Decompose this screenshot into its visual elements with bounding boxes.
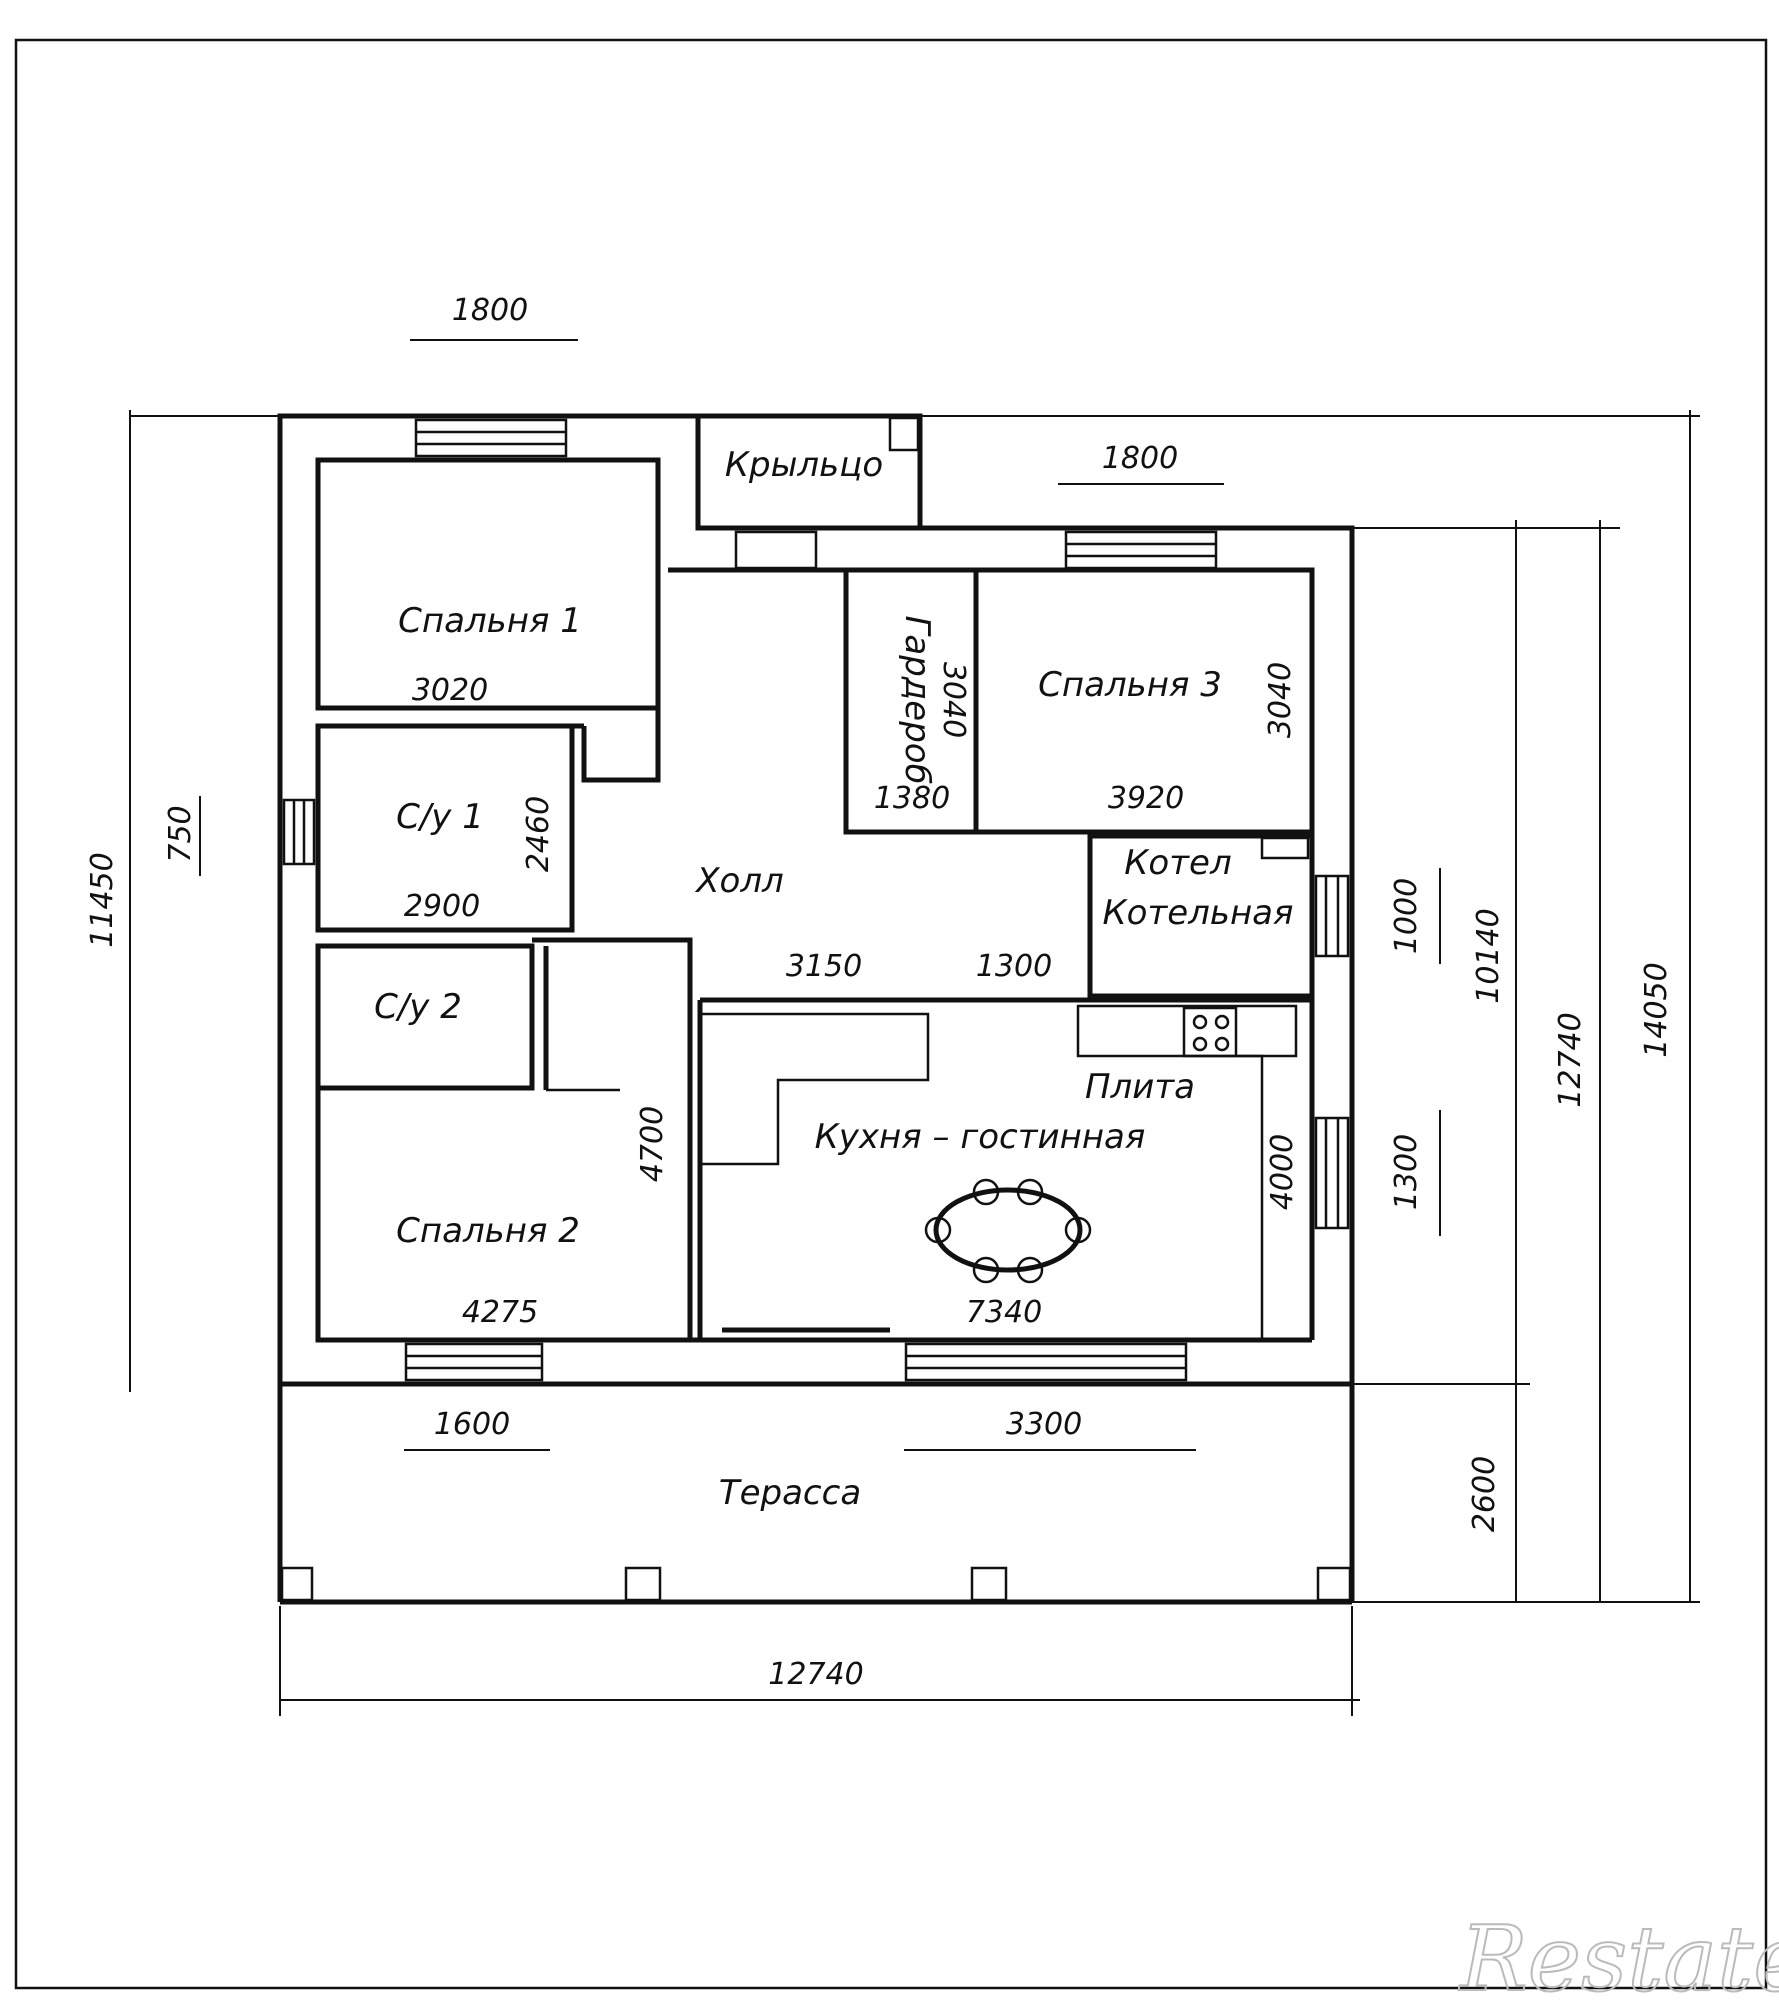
dim-left-total: 11450 <box>85 852 120 947</box>
dim-window-kitchen: 3300 <box>1006 1407 1082 1442</box>
windows <box>282 418 1350 1382</box>
room-terrace: Терасса <box>719 1473 861 1513</box>
dim-bath-1-height: 2460 <box>521 796 556 872</box>
dim-window-bedroom-1: 1800 <box>452 293 528 328</box>
dim-right-total: 14050 <box>1639 962 1674 1057</box>
sheet-frame <box>14 38 1768 1990</box>
dim-bedroom-2-width: 4275 <box>462 1295 538 1330</box>
dim-hall-width: 3150 <box>786 949 862 984</box>
room-bedroom-3: Спальня 3 <box>1038 665 1222 705</box>
room-hall: Холл <box>694 861 784 901</box>
room-bath-2: С/у 2 <box>374 987 462 1027</box>
dim-wardrobe-height: 3040 <box>936 662 971 738</box>
dim-window-kitchen-side: 1300 <box>1389 1134 1424 1210</box>
dim-boiler-room-width: 1300 <box>976 949 1052 984</box>
dim-bottom-total: 12740 <box>768 1657 863 1692</box>
room-porch: Крыльцо <box>725 445 883 485</box>
dim-bedroom-3-width: 3920 <box>1108 781 1184 816</box>
dim-terrace-depth: 2600 <box>1467 1456 1502 1532</box>
dim-bedroom-1-width: 3020 <box>412 673 488 708</box>
interior-walls <box>315 457 1315 1343</box>
dim-right-inner: 10140 <box>1471 908 1506 1003</box>
watermark-logo: Restate <box>1458 1907 1779 2000</box>
label-stove: Плита <box>1085 1067 1195 1107</box>
room-boiler-room: Котельная <box>1103 893 1294 933</box>
dim-kitchen-height: 4000 <box>1265 1134 1300 1210</box>
room-bath-1: С/у 1 <box>396 797 484 837</box>
dim-right-mid: 12740 <box>1553 1012 1588 1107</box>
dim-window-bedroom-2: 1600 <box>434 1407 510 1442</box>
room-wardrobe: Гардероб <box>897 615 937 784</box>
dim-window-bedroom-3: 1800 <box>1102 441 1178 476</box>
dim-wardrobe-width: 1380 <box>874 781 950 816</box>
dim-bedroom-2-height: 4700 <box>635 1106 670 1182</box>
dim-kitchen-width: 7340 <box>966 1295 1042 1330</box>
dim-window-bath-1: 750 <box>163 805 198 862</box>
label-boiler: Котел <box>1124 843 1231 883</box>
room-bedroom-2: Спальня 2 <box>396 1211 580 1251</box>
dim-window-boiler-room: 1000 <box>1389 878 1424 954</box>
dim-bath-1-width: 2900 <box>404 889 480 924</box>
dimension-lines <box>129 339 1700 1716</box>
room-kitchen-living: Кухня – гостинная <box>815 1117 1146 1157</box>
dim-bedroom-3-height: 3040 <box>1263 662 1298 738</box>
room-bedroom-1: Спальня 1 <box>398 601 582 641</box>
